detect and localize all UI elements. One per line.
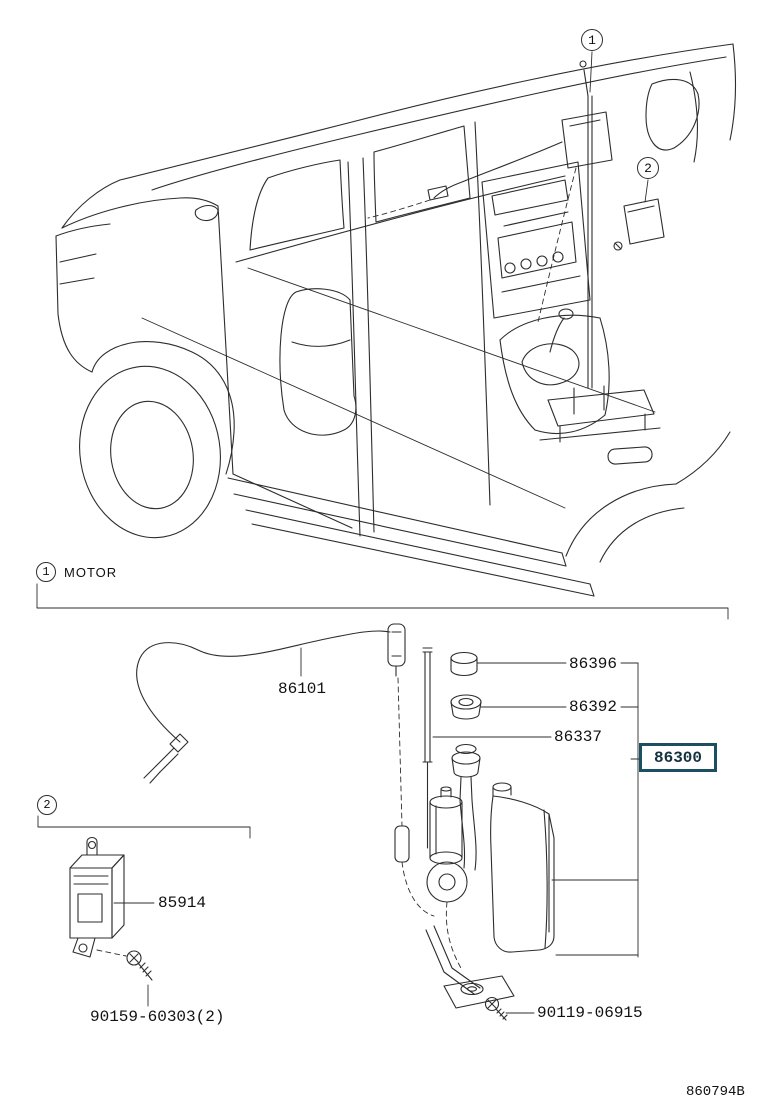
part-relay-label[interactable]: 85914 <box>158 894 207 912</box>
section-motor-label: MOTOR <box>64 565 118 580</box>
callout-2-marker: 2 <box>637 157 659 179</box>
section-brackets <box>37 584 728 838</box>
section-2-number: 2 <box>43 798 51 812</box>
part-antenna-mast-label[interactable]: 86337 <box>554 728 603 746</box>
in-car-antenna-drawing <box>368 61 660 442</box>
relay-module-drawing <box>70 838 124 958</box>
antenna-cord-drawing <box>137 624 405 783</box>
label-leader-lines <box>114 648 639 1013</box>
antenna-motor-assembly-drawing <box>395 678 554 1008</box>
callout-1-marker: 1 <box>581 29 603 51</box>
part-antenna-assembly-label: 86300 <box>653 748 702 767</box>
assembly-screw-drawing <box>486 998 508 1021</box>
callout-2-number: 2 <box>644 160 652 176</box>
car-illustration <box>56 44 735 596</box>
antenna-grommet-drawing <box>451 695 481 719</box>
relay-screw-drawing <box>97 950 152 980</box>
section-1-callout: 1 <box>36 562 56 582</box>
antenna-mast-drawing <box>423 648 432 848</box>
part-antenna-cord-label[interactable]: 86101 <box>278 680 327 698</box>
callout-1-number: 1 <box>588 32 596 48</box>
part-relay-screw-label[interactable]: 90159-60303(2) <box>90 1008 225 1026</box>
callout-leader-lines <box>590 52 648 202</box>
antenna-nut-drawing <box>451 653 477 676</box>
drawing-number: 860794B <box>686 1084 745 1100</box>
part-antenna-grommet-label[interactable]: 86392 <box>569 698 618 716</box>
section-2-callout: 2 <box>37 795 57 815</box>
part-antenna-nut-label[interactable]: 86396 <box>569 655 618 673</box>
part-antenna-assembly-box[interactable]: 86300 <box>639 743 717 772</box>
part-assembly-screw-label[interactable]: 90119-06915 <box>537 1004 643 1022</box>
in-car-relay-drawing <box>614 199 664 250</box>
section-1-number: 1 <box>42 565 50 579</box>
